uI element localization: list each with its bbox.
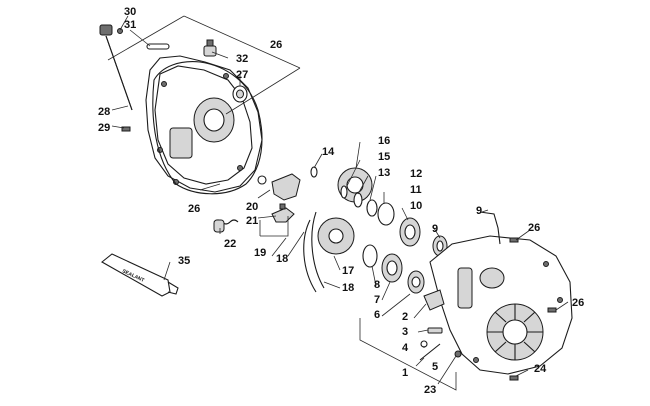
callout-21: 20 [246,201,258,213]
screw-31 [121,126,131,132]
screw-26-lower [547,307,557,313]
screw-26-upper [509,237,519,243]
callout-32: 30 [124,6,136,18]
callout-33: 31 [124,19,136,31]
vent-tube-9 [479,211,501,245]
callout-35: 35 [178,255,190,267]
callout-7: 7 [374,294,380,306]
callout-30: 28 [98,106,110,118]
callout-8: 8 [374,279,380,291]
ring-12 [377,202,395,226]
lower-sprocket [317,217,355,255]
spring-23 [213,219,239,233]
screw-32 [117,28,123,34]
callout-11: 10 [410,200,422,212]
sealant-tube: SEALANT [101,253,179,297]
screw-25 [509,375,519,381]
bearing-7 [381,253,403,283]
callout-13: 12 [410,168,422,180]
washer-15-b [340,185,348,199]
callout-labels: 30 31 26 32 27 28 29 26 20 21 22 19 18 3… [98,6,584,396]
washer-15-a [310,166,318,178]
bearing-11 [399,217,421,247]
callout-9: 9 [476,205,482,217]
chain-18 [303,211,325,293]
callout-26-b: 26 [572,297,584,309]
callout-15-a: 14 [322,146,335,158]
callout-28: 26 [270,39,282,51]
bolt-3 [427,327,443,334]
bracket-2 [423,289,445,311]
callout-1: 1 [402,367,408,379]
callout-2: 2 [402,311,408,323]
leader-lines [111,15,569,385]
bolt-5 [419,343,441,361]
callout-16: 16 [378,135,390,147]
plug-34 [203,39,217,57]
callout-14: 13 [378,167,390,179]
callout-17: 17 [342,265,354,277]
callout-27: 26 [188,203,200,215]
callout-29: 27 [236,69,248,81]
callout-23: 22 [224,238,236,250]
dipstick [99,24,133,111]
callout-31: 29 [98,122,110,134]
group-bracket-1 [359,318,457,391]
callout-19: 18 [276,253,288,265]
callout-26-a: 26 [528,222,540,234]
callout-24: 23 [424,384,436,396]
callout-12: 11 [410,184,422,196]
o-ring-33 [146,43,170,50]
callout-5: 5 [432,361,438,373]
group-bracket-20 [259,216,289,237]
ring-8 [362,244,378,268]
cover-gasket [152,61,263,195]
plug-24 [454,350,462,358]
shift-arm [257,173,301,201]
callout-22: 21 [246,215,258,227]
callout-3: 3 [402,326,408,338]
callout-6: 6 [374,309,380,321]
shift-fork-22 [271,207,295,223]
callout-15-b: 15 [378,151,390,163]
callout-4: 4 [402,342,409,354]
callout-20: 19 [254,247,266,259]
callout-34: 32 [236,53,248,65]
left-cover [145,55,263,193]
seal-6 [407,270,425,294]
ring-13 [366,199,378,217]
group-bracket-28 [107,15,301,115]
callout-25: 24 [534,363,547,375]
ring-14 [353,192,363,208]
callout-18: 18 [342,282,354,294]
seal-29 [232,85,248,103]
pin-21 [279,203,286,210]
right-housing [429,235,573,375]
callout-10: 9 [432,223,438,235]
